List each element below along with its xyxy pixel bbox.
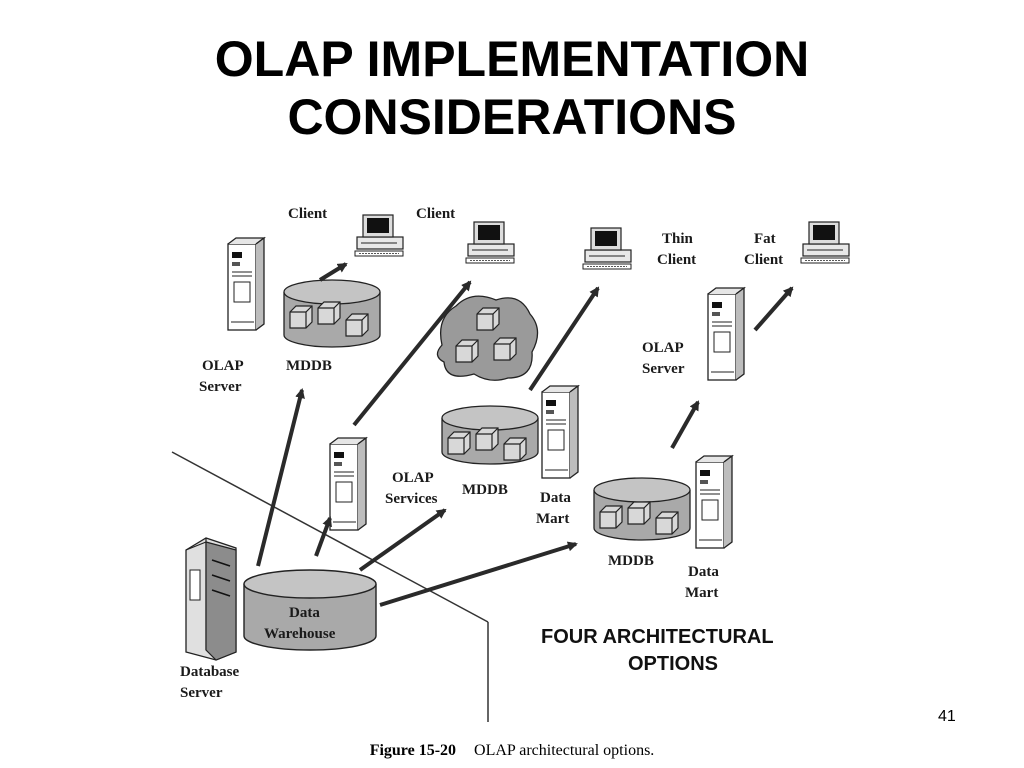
data-mart-server-icon <box>695 455 733 549</box>
olap-services-server-icon <box>329 437 367 531</box>
olap-services-label-1: OLAP <box>392 470 434 486</box>
options-label-1: FOUR ARCHITECTURAL <box>541 626 774 648</box>
arrow-olap-services-to-client <box>352 280 472 427</box>
client-pc-icon <box>465 221 515 264</box>
data-mart-server-icon <box>541 385 579 479</box>
thin-client-label-2: Client <box>657 252 696 268</box>
slide-title: OLAP IMPLEMENTATION CONSIDERATIONS <box>0 30 1024 146</box>
olap-server-label-1: OLAP <box>642 340 684 356</box>
olap-server-icon <box>707 287 745 381</box>
data-mart-label-1: Data <box>540 490 571 506</box>
arrow-warehouse-to-mddb <box>256 388 305 567</box>
figure-caption: Figure 15-20 OLAP architectural options. <box>0 742 1024 760</box>
olap-server-icon <box>227 237 265 331</box>
figure-caption-text: OLAP architectural options. <box>474 742 655 759</box>
olap-server-label-2: Server <box>642 361 685 377</box>
thin-client-pc-icon <box>582 227 632 270</box>
boundary-line-diagonal <box>171 451 489 623</box>
database-server-label-1: Database <box>180 664 240 680</box>
arrow-warehouse-to-mddb-mid <box>358 508 447 572</box>
arrow-olap-server-to-fat-client <box>753 286 794 332</box>
arrow-warehouse-to-mddb-right <box>379 541 578 607</box>
data-warehouse-cylinder-icon <box>243 569 377 651</box>
title-line-2: CONSIDERATIONS <box>287 89 737 145</box>
mddb-label: MDDB <box>608 553 654 569</box>
options-label-2: OPTIONS <box>628 653 718 675</box>
mddb-label: MDDB <box>462 482 508 498</box>
olap-cloud-icon <box>436 295 539 381</box>
client-label: Client <box>416 206 455 222</box>
mddb-cylinder-icon <box>283 279 381 348</box>
arrow-warehouse-to-olap-services <box>314 516 332 557</box>
data-mart-label-1: Data <box>688 564 719 580</box>
fat-client-label-1: Fat <box>754 231 776 247</box>
arrow-mart-to-olap-server <box>670 400 700 449</box>
thin-client-label-1: Thin <box>662 231 694 247</box>
olap-services-label-2: Services <box>385 491 438 507</box>
client-label: Client <box>288 206 327 222</box>
data-mart-label-2: Mart <box>685 585 718 601</box>
mddb-cylinder-icon <box>593 477 691 541</box>
figure-number: Figure 15-20 <box>369 742 457 759</box>
title-line-1: OLAP IMPLEMENTATION <box>214 31 810 87</box>
arrow-mddb-to-client <box>318 262 348 282</box>
database-server-icon <box>185 537 237 661</box>
database-server-label-2: Server <box>180 685 223 701</box>
mddb-cylinder-icon <box>441 405 539 465</box>
flow-arrows <box>256 262 794 607</box>
data-warehouse-label-1: Data <box>289 605 320 621</box>
olap-server-label-1: OLAP <box>202 358 244 374</box>
data-mart-label-2: Mart <box>536 511 569 527</box>
mddb-label: MDDB <box>286 358 332 374</box>
client-pc-icon <box>354 214 404 257</box>
page-number: 41 <box>938 708 956 725</box>
data-warehouse-label-2: Warehouse <box>264 626 336 642</box>
olap-server-label-2: Server <box>199 379 242 395</box>
arrow-mart-to-thin-client <box>528 286 600 392</box>
fat-client-pc-icon <box>800 221 850 264</box>
fat-client-label-2: Client <box>744 252 783 268</box>
